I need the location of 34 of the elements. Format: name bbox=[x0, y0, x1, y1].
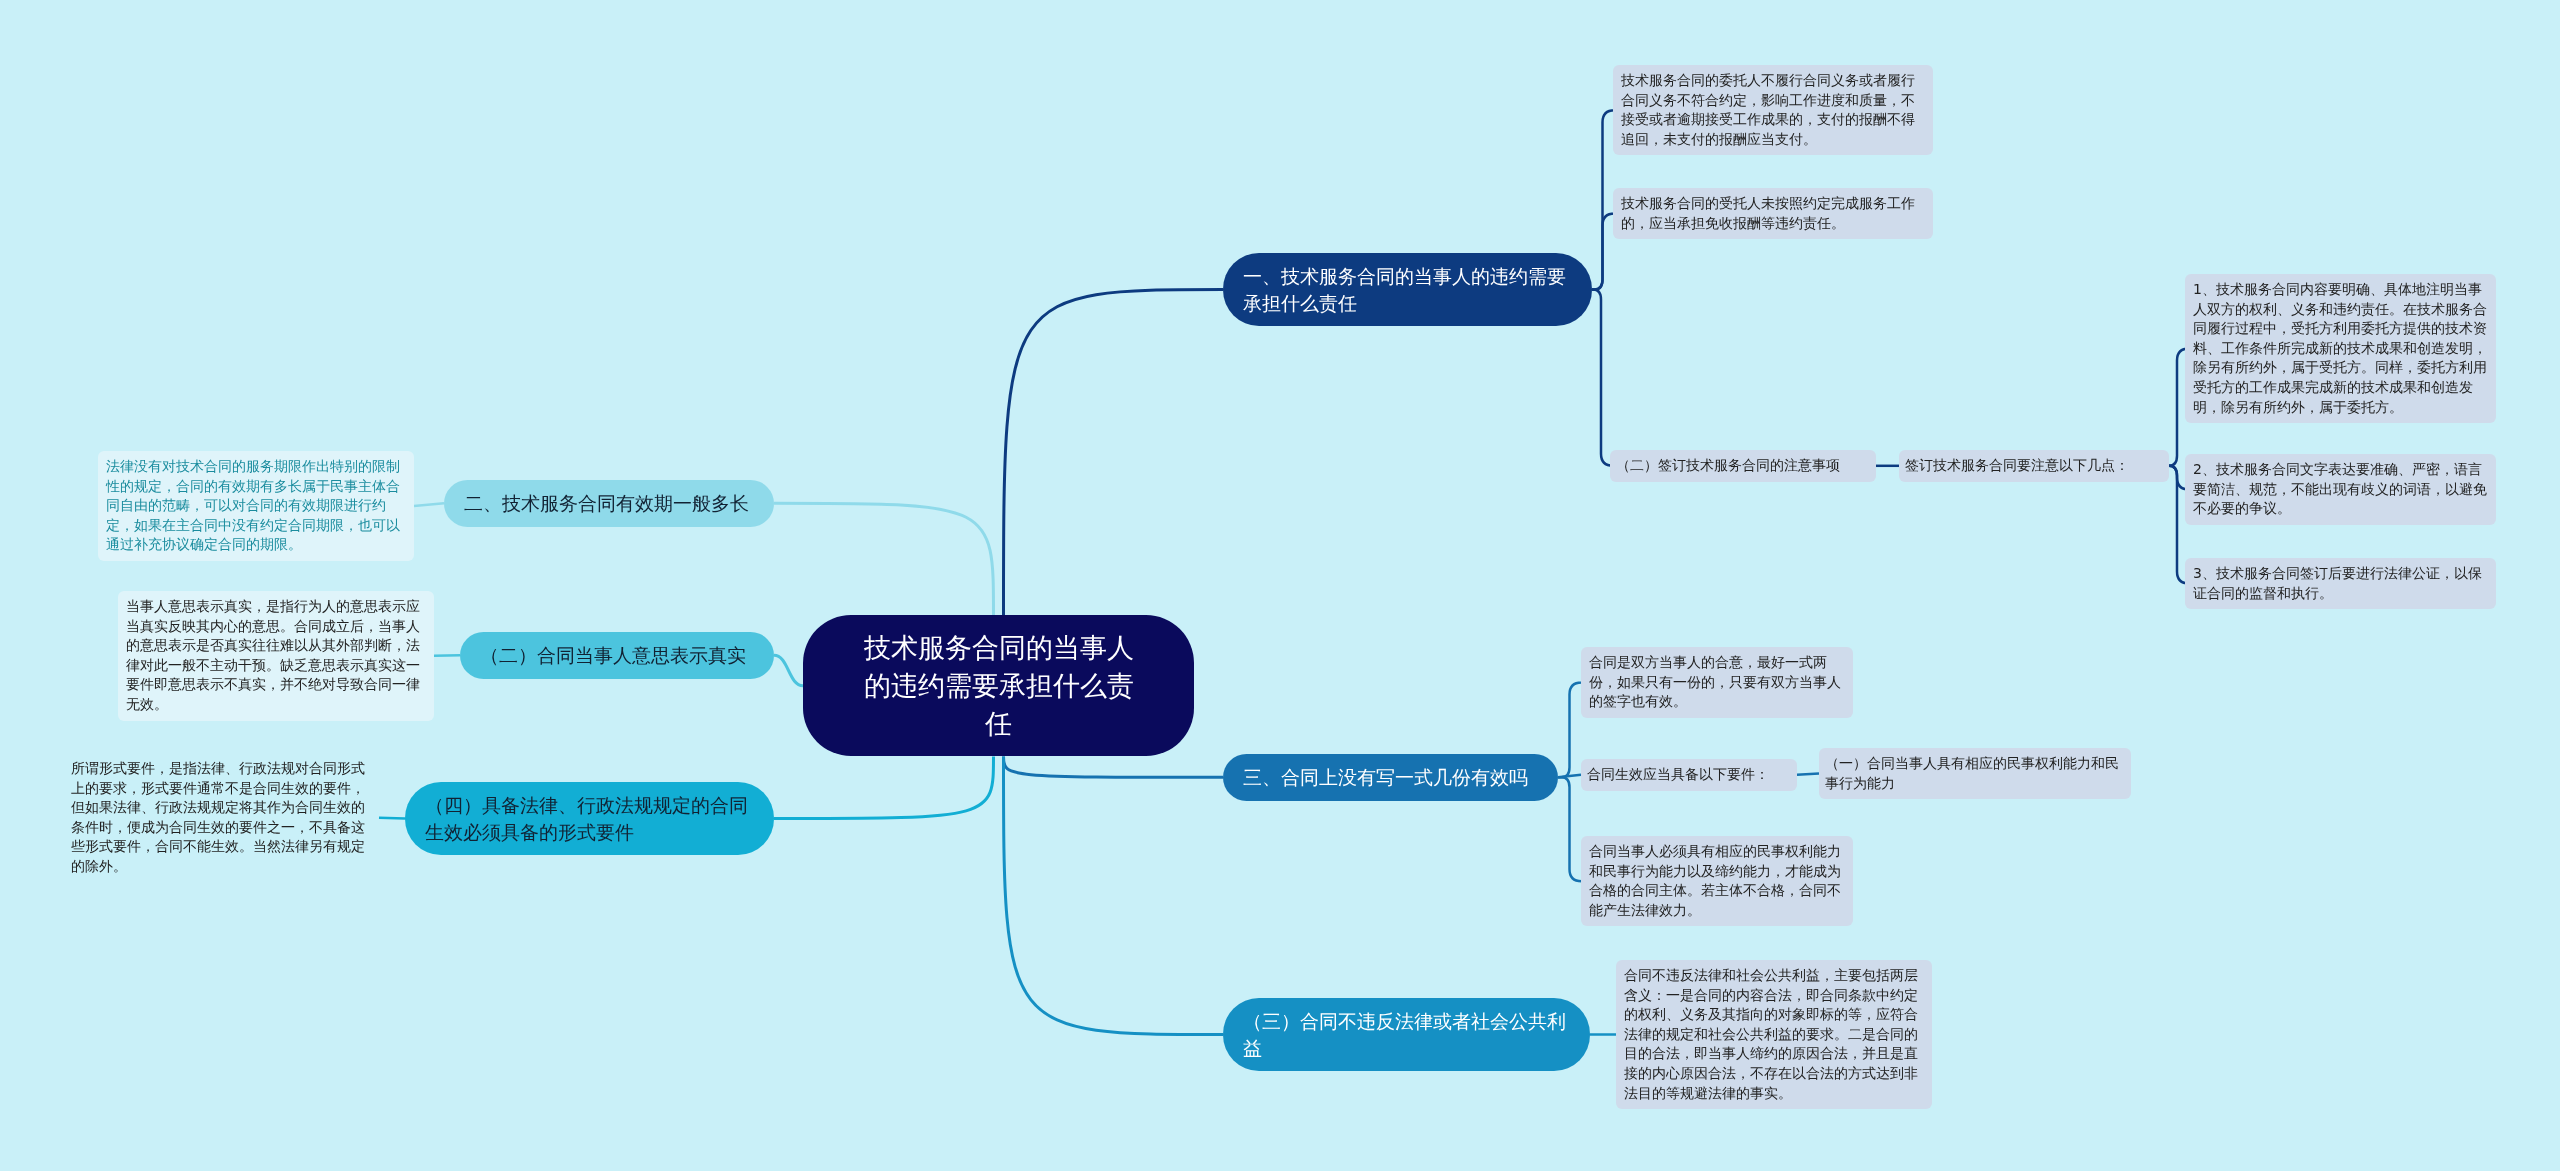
subtopic-box: 签订技术服务合同要注意以下几点： bbox=[1899, 450, 2169, 482]
subtopic-box: 合同生效应当具备以下要件： bbox=[1581, 759, 1797, 791]
note-box: 3、技术服务合同签订后要进行法律公证，以保证合同的监督和执行。 bbox=[2185, 558, 2496, 610]
branch-topic: （四）具备法律、行政法规规定的合同生效必须具备的形式要件 bbox=[405, 782, 774, 856]
subtopic-box: （二）签订技术服务合同的注意事项 bbox=[1610, 450, 1876, 482]
note-box: 技术服务合同的受托人未按照约定完成服务工作的，应当承担免收报酬等违约责任。 bbox=[1613, 188, 1933, 240]
note-text: 所谓形式要件，是指法律、行政法规对合同形式上的要求，形式要件通常不是合同生效的要件，但如果法律、行政法规规定将其作为合同生效的条件时，便成为合同生效的要件之一，不具备这些形式要件，合同不能生效。当然法律另有规定的除外。 bbox=[65, 755, 379, 881]
note-box: 技术服务合同的委托人不履行合同义务或者履行合同义务不符合约定，影响工作进度和质量，不接受或者逾期接受工作成果的，支付的报酬不得追回，未支付的报酬应当支付。 bbox=[1613, 65, 1933, 156]
connector-line bbox=[433, 654, 461, 658]
note-box: 法律没有对技术合同的服务期限作出特别的限制性的规定，合同的有效期有多长属于民事主体合同自由的范畴，可以对合同的有效期限进行约定，如果在主合同中没有约定合同期限，也可以通过补充协议确定合同的期限。 bbox=[98, 451, 414, 561]
connector-line bbox=[773, 653, 804, 688]
branch-topic: 三、合同上没有写一式几份有效吗 bbox=[1223, 754, 1558, 801]
note-box: 2、技术服务合同文字表达要准确、严密，语言要简洁、规范，不能出现有歧义的词语，以避免不必要的争议。 bbox=[2185, 454, 2496, 525]
connector-line bbox=[378, 816, 406, 820]
branch-topic: （三）合同不违反法律或者社会公共利益 bbox=[1223, 998, 1590, 1072]
note-box: 合同不违反法律和社会公共利益，主要包括两层含义：一是合同的内容合法，即合同条款中约定的权利、义务及其指向的对象即标的等，应符合法律的规定和社会公共利益的要求。二是合同的目的合法，即当事人缔约的原因合法，并且是直接的内心原因合法，不存在以合法的方式达到非法目的等规避法律的事实。 bbox=[1616, 960, 1932, 1110]
branch-topic: （二）合同当事人意思表示真实 bbox=[460, 632, 774, 679]
connector-line bbox=[774, 756, 995, 821]
note-box: 当事人意思表示真实，是指行为人的意思表示应当真实反映其内心的意思。合同成立后，当事人的意思表示是否真实往往难以从其外部判断，法律对此一般不主动干预。缺乏意思表示真实这一要件即意思表示不真实，并不绝对导致合同一律无效。 bbox=[118, 591, 434, 721]
connector-line bbox=[413, 502, 445, 508]
connector-line bbox=[1002, 756, 1223, 1037]
note-box: 合同当事人必须具有相应的民事权利能力和民事行为能力以及缔约能力，才能成为合格的合同主体。若主体不合格，合同不能产生法律效力。 bbox=[1581, 836, 1853, 927]
note-box: 1、技术服务合同内容要明确、具体地注明当事人双方的权利、义务和违约责任。在技术服务合同履行过程中，受托方利用委托方提供的技术资料、工作条件所完成新的技术成果和创造发明，除另有所约外，属于受托方。同样，委托方利用受托方的工作成果完成新的技术成果和创造发明，除另有所约外，属于委托方。 bbox=[2185, 274, 2496, 424]
connector-line bbox=[1590, 1033, 1616, 1036]
branch-topic: 二、技术服务合同有效期一般多长 bbox=[444, 480, 774, 527]
branch-topic: 一、技术服务合同的当事人的违约需要承担什么责任 bbox=[1223, 253, 1592, 327]
connector-line bbox=[1876, 464, 1899, 468]
connector-line bbox=[1002, 288, 1223, 615]
subtopic-box: （一）合同当事人具有相应的民事权利能力和民事行为能力 bbox=[1819, 748, 2131, 800]
central-topic: 技术服务合同的当事人的违约需要承担什么责任 bbox=[803, 615, 1194, 757]
connector-line bbox=[1796, 772, 1820, 777]
connector-line bbox=[774, 501, 995, 615]
note-box: 合同是双方当事人的合意，最好一式两份，如果只有一份的，只要有双方当事人的签字也有效。 bbox=[1581, 647, 1853, 718]
connector-line bbox=[1558, 776, 1583, 883]
